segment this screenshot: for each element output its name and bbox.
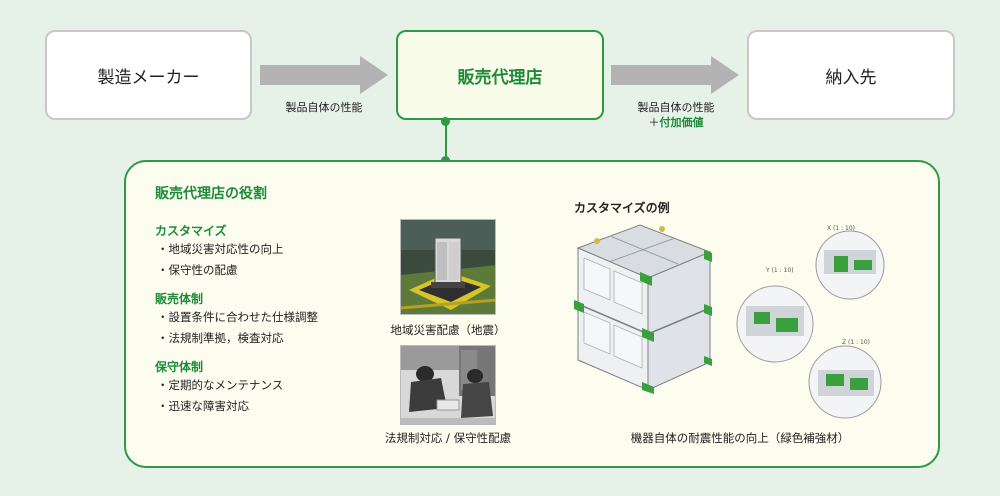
inspection-photo xyxy=(400,345,496,425)
plus-sign: ＋ xyxy=(648,116,660,129)
dealer-label: 販売代理店 xyxy=(457,67,543,88)
detail-label-y: Y (1 : 10) xyxy=(765,267,794,274)
section-title-sales: 販売体制 xyxy=(155,292,204,306)
connector-dot-top xyxy=(441,117,450,126)
dealer-box: 販売代理店 xyxy=(396,30,604,120)
destination-label: 納入先 xyxy=(825,67,877,88)
list-item: ・設置条件に合わせた仕様調整 xyxy=(157,310,318,324)
arrow1-label: 製品自体の性能 xyxy=(285,101,363,114)
flow-arrow-2 xyxy=(611,56,739,94)
maker-label: 製造メーカー xyxy=(97,67,200,88)
section-title-customize: カスタマイズ xyxy=(155,224,227,238)
section-title-maintenance: 保守体制 xyxy=(155,360,204,374)
panel-title: 販売代理店の役割 xyxy=(155,186,267,202)
destination-box: 納入先 xyxy=(747,30,955,120)
list-item: ・迅速な障害対応 xyxy=(157,399,249,413)
arrow2-label: 製品自体の性能 ＋付加価値 xyxy=(606,100,746,130)
earthquake-photo xyxy=(400,219,496,315)
flow-arrow-1 xyxy=(260,56,388,94)
reinforced-cabinet-illustration: X (1 : 10) Y (1 : 10) Z (1 : 10) xyxy=(574,224,885,419)
customize-example-caption: 機器自体の耐震性能の向上（緑色補強材） xyxy=(630,431,850,445)
added-value-label: 付加価値 xyxy=(659,116,704,129)
customize-example-title: カスタマイズの例 xyxy=(574,201,670,215)
arrow2-label-line1: 製品自体の性能 xyxy=(637,101,715,114)
detail-label-x: X (1 : 10) xyxy=(827,225,855,232)
list-item: ・地域災害対応性の向上 xyxy=(157,242,284,256)
list-item: ・保守性の配慮 xyxy=(157,263,238,277)
list-item: ・法規制準拠，検査対応 xyxy=(157,331,284,345)
list-item: ・定期的なメンテナンス xyxy=(157,378,284,392)
maker-box: 製造メーカー xyxy=(45,30,252,120)
earthquake-caption: 地域災害配慮（地震） xyxy=(390,323,506,337)
arrow2-label-line2: ＋付加価値 xyxy=(606,115,746,130)
connector-line xyxy=(445,121,447,161)
detail-label-z: Z (1 : 10) xyxy=(842,339,870,346)
inspection-caption: 法規制対応 / 保守性配慮 xyxy=(384,431,512,445)
